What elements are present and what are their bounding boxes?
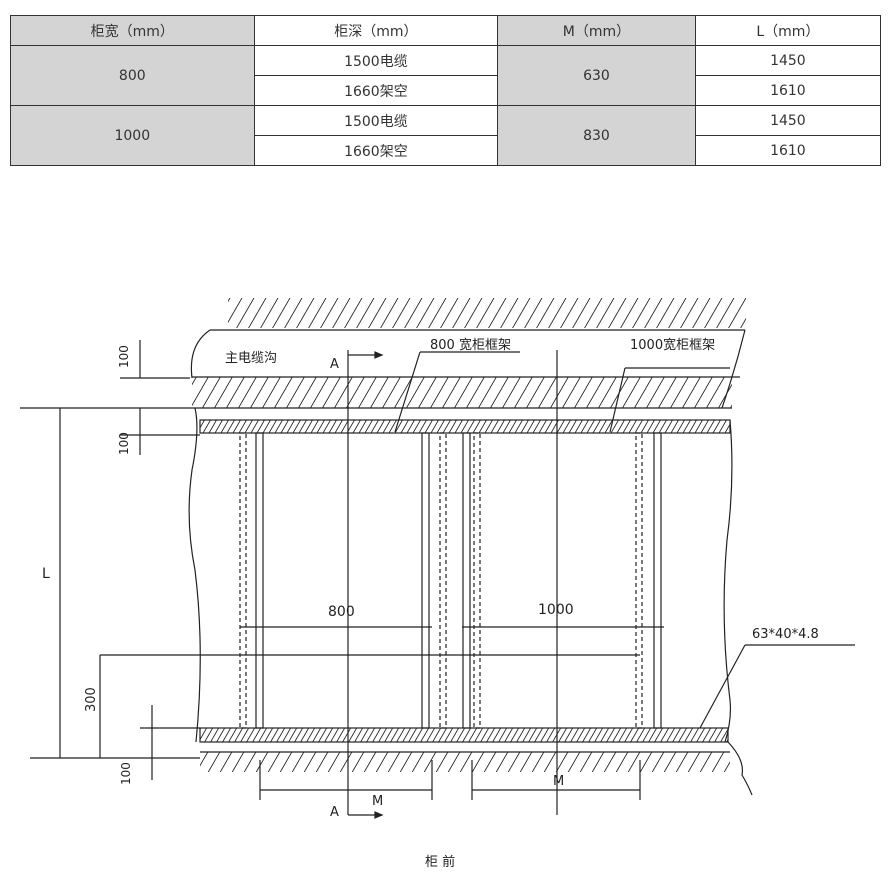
dim-100-mid: 100 [117,432,131,455]
cell-m: 830 [497,105,696,166]
dim-100-bottom: 100 [119,762,133,785]
frame-800-label: 800 宽柜框架 [430,337,511,353]
bottom-channel-steel [199,727,729,743]
trench-left-edge [190,329,211,379]
cell-l: 1450 [694,45,882,76]
cell-depth: 1500电缆 [253,45,499,76]
trench-wall-hatch [192,377,732,408]
cell-width: 1000 [10,105,255,166]
cell-l: 1610 [694,135,882,166]
cell-depth: 1660架空 [253,135,499,166]
dim-1000: 1000 [538,602,574,618]
cell-width: 800 [10,45,255,106]
dim-300: 300 [84,687,99,712]
dim-800: 800 [328,604,355,620]
front-label: 柜 前 [425,854,455,870]
dim-l: L [42,566,50,582]
left-break-line [188,407,201,743]
section-label-bottom: A [330,805,339,820]
ground-hatch-bottom [200,752,730,772]
right-break-line [723,419,733,743]
header-width: 柜宽（mm） [10,15,255,46]
vertical-channels [239,432,662,729]
dimension-table: 柜宽（mm） 柜深（mm） M（mm） L（mm） 800 1500电缆 630… [10,15,882,166]
ground-hatch-top [228,298,746,328]
cell-m: 630 [497,45,696,106]
header-l: L（mm） [694,15,882,46]
dim-100-top: 100 [117,345,131,368]
header-depth: 柜深（mm） [253,15,499,46]
dim-m-left: M [372,794,383,809]
dim-m-right: M [553,774,564,789]
trench-label: 主电缆沟 [225,350,277,366]
cell-l: 1450 [694,105,882,136]
top-channel-steel [199,419,731,434]
cell-depth: 1660架空 [253,75,499,106]
frame-1000-label: 1000宽柜框架 [630,337,715,353]
cell-l: 1610 [694,75,882,106]
steel-spec-label: 63*40*4.8 [752,627,819,642]
section-label-top: A [330,357,339,372]
